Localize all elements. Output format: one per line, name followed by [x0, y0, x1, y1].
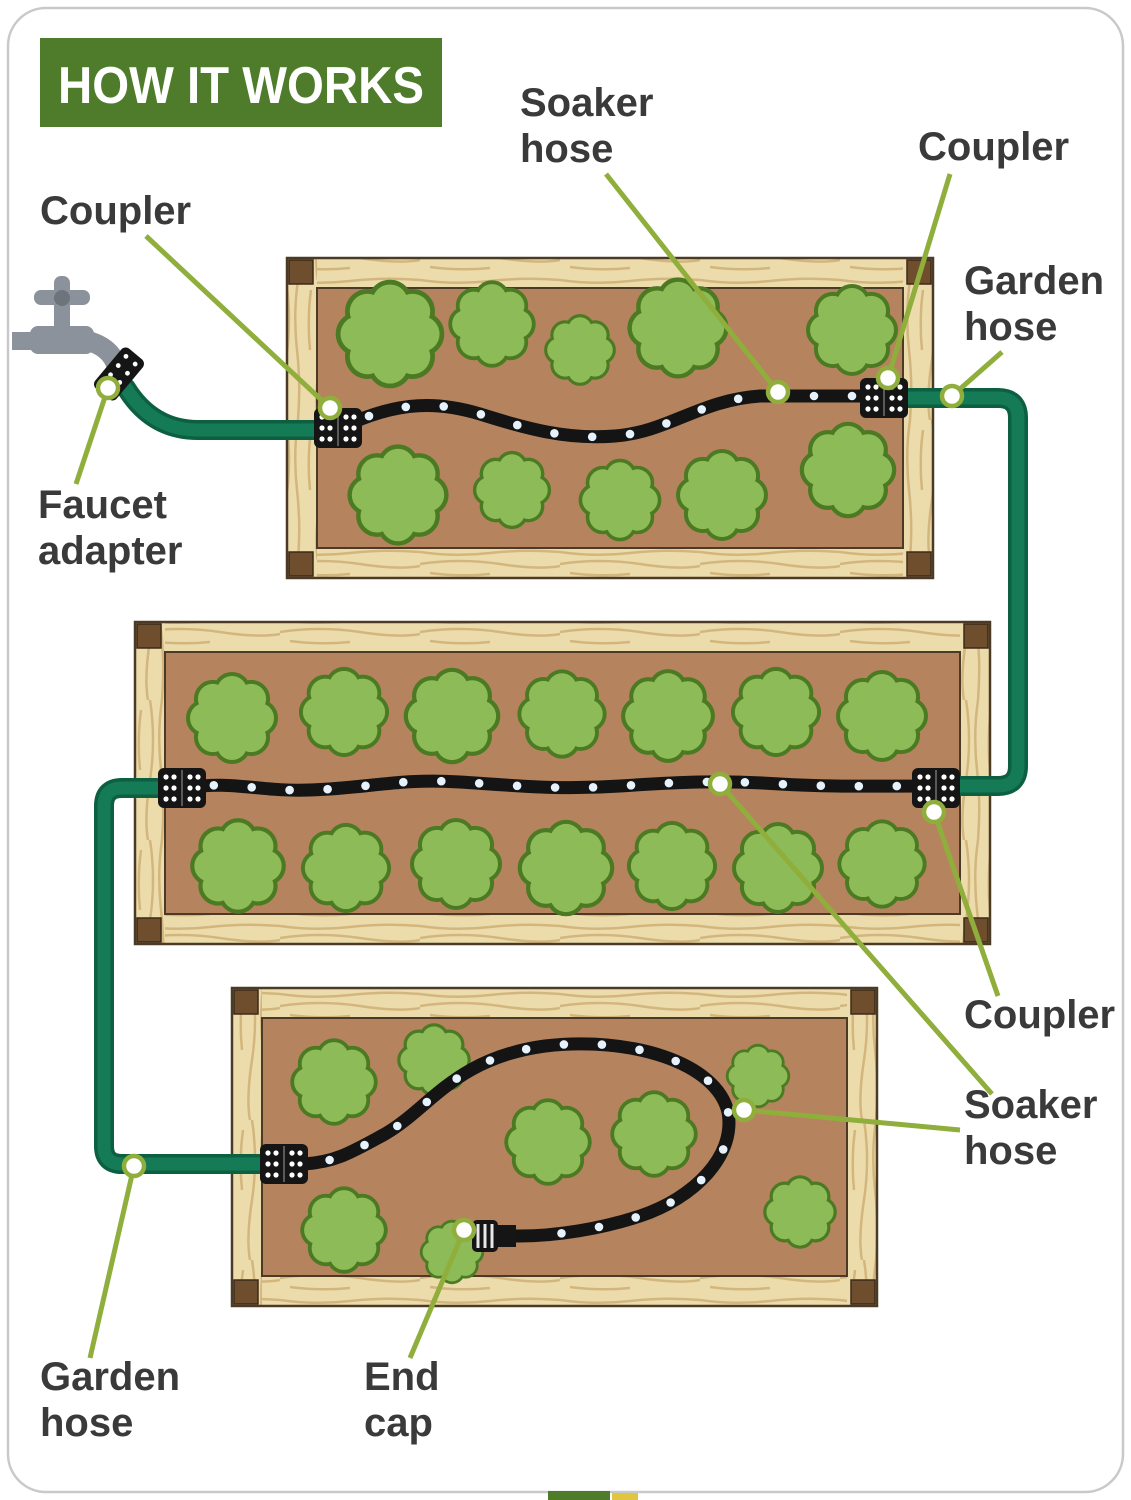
leader-marker	[731, 1097, 757, 1123]
frame-corner	[288, 259, 314, 285]
frame-corner	[850, 1279, 876, 1305]
leader-marker	[317, 395, 343, 421]
leader-marker	[95, 375, 121, 401]
frame-corner	[288, 551, 314, 577]
plant	[735, 671, 817, 753]
soaker-hose-bed3	[297, 1037, 736, 1243]
label-coupler-top-left: Coupler	[40, 189, 191, 233]
plant	[190, 676, 274, 760]
leader-line	[87, 1165, 137, 1359]
leader-marker	[875, 365, 901, 391]
leader-marker	[921, 799, 947, 825]
plant	[804, 426, 892, 514]
plant	[408, 672, 496, 760]
bed-frame-board	[232, 988, 262, 1306]
leader-line	[604, 172, 780, 394]
plant	[352, 449, 444, 541]
garden-bed-3	[230, 986, 879, 1308]
plant	[476, 454, 547, 525]
plant	[625, 673, 711, 759]
drip-dots	[209, 391, 902, 1238]
bed-frame-outline	[285, 256, 935, 580]
plant	[508, 1102, 588, 1182]
bed-frame-board	[287, 548, 933, 578]
plant	[521, 673, 602, 754]
label-soaker-hose-top: Soaker hose	[520, 81, 665, 171]
coupler-bed3-left	[259, 1143, 309, 1185]
bed-frame-board	[847, 988, 877, 1306]
soaker-hose-bed2	[181, 774, 935, 797]
plant	[303, 671, 385, 753]
bed-frame-outline	[230, 986, 879, 1308]
frame-corner	[136, 623, 162, 649]
bed-frame-board	[135, 622, 990, 652]
plant	[680, 453, 764, 537]
plant	[547, 317, 613, 383]
leader-line	[931, 811, 1001, 997]
garden-hose-bed2-to-bed3	[94, 778, 282, 1174]
plant	[766, 1178, 833, 1245]
plant	[522, 824, 610, 912]
label-garden-hose-left: Garden hose	[40, 1355, 191, 1445]
label-soaker-hose-bottom: Soaker hose	[964, 1083, 1109, 1173]
frame-corner	[906, 551, 932, 577]
bed-frame-board	[232, 988, 877, 1018]
label-coupler-top-right: Coupler	[918, 125, 1069, 169]
plant	[736, 826, 820, 910]
leader-lines	[73, 172, 1004, 1359]
garden-hose-faucet-to-bed1	[116, 378, 330, 440]
plant	[340, 284, 439, 383]
cropped-bottom-sliver	[548, 1491, 638, 1500]
frame-corner	[963, 623, 989, 649]
leader-line	[743, 1107, 961, 1133]
plant	[729, 1047, 788, 1106]
label-coupler-mid-right: Coupler	[964, 993, 1115, 1037]
garden-bed-1	[285, 256, 935, 580]
leader-line	[144, 234, 332, 410]
plant	[305, 827, 387, 909]
plant	[632, 282, 724, 374]
plant	[810, 288, 894, 372]
leader-marker	[121, 1153, 147, 1179]
frame-corner	[136, 917, 162, 943]
coupler-bed2-left	[157, 767, 207, 809]
label-faucet-adapter: Faucet adapter	[38, 483, 183, 573]
faucet-handle-hub	[54, 290, 70, 306]
header-background	[40, 38, 442, 127]
plant	[304, 1190, 384, 1270]
leader-line	[407, 1229, 467, 1359]
leader-line	[718, 782, 994, 1096]
bed-frame-board	[232, 1276, 877, 1306]
plant	[840, 674, 924, 758]
label-garden-hose-right: Garden hose	[964, 259, 1115, 349]
plant	[294, 1042, 374, 1122]
garden-hose-bed1-to-bed2	[888, 388, 1028, 796]
leader-marker	[707, 771, 733, 797]
page-title: HOW IT WORKS	[58, 57, 424, 115]
leader-line	[885, 173, 953, 379]
plant	[452, 284, 532, 364]
plant	[614, 1094, 694, 1174]
bed-frame-board	[287, 258, 317, 578]
leader-line	[73, 387, 111, 485]
plant	[414, 822, 498, 906]
plant	[194, 822, 281, 909]
plant	[841, 823, 922, 904]
leader-marker	[939, 383, 965, 409]
plant	[582, 462, 658, 538]
header-banner: HOW IT WORKS	[40, 38, 442, 127]
frame-corner	[233, 989, 259, 1015]
frame-corner	[233, 1279, 259, 1305]
plant	[631, 825, 713, 907]
leader-marker	[451, 1217, 477, 1243]
leader-marker	[765, 379, 791, 405]
label-end-cap: End cap	[364, 1355, 451, 1445]
bed-frame-board	[135, 914, 990, 944]
frame-corner	[850, 989, 876, 1015]
